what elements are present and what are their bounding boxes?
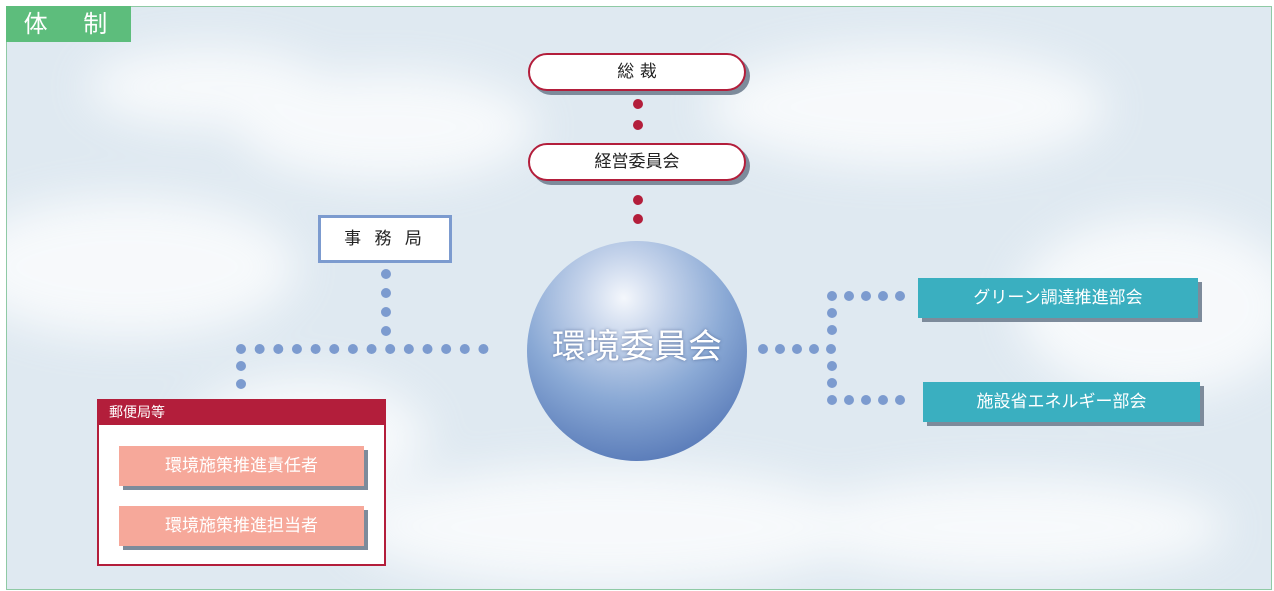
connector-dot-blue <box>861 291 871 301</box>
connector-dot-blue <box>366 344 377 354</box>
connector-dot-blue <box>827 325 837 335</box>
connector-dot-blue <box>236 379 246 389</box>
connector-dot-blue <box>775 344 785 354</box>
connector-dot-blue <box>827 395 837 405</box>
connector-dot-blue <box>895 395 905 405</box>
post-office-group: 郵便局等 環境施策推進責任者 環境施策推進担当者 <box>97 399 386 566</box>
connector-dot-blue <box>878 395 888 405</box>
connector-dot-blue <box>878 291 888 301</box>
connector-dot-blue <box>895 291 905 301</box>
connector-dot-blue <box>844 291 854 301</box>
connector-dot-blue <box>478 344 489 354</box>
connector-dot-red <box>633 214 643 224</box>
connector-dot-blue <box>381 269 391 279</box>
page-title: 体 制 <box>6 6 131 42</box>
connector-dot-blue <box>826 344 836 354</box>
environmental-policy-staff-box: 環境施策推進担当者 <box>119 506 364 546</box>
connector-dot-blue <box>844 395 854 405</box>
connector-dot-blue <box>403 344 414 354</box>
connector-dot-blue <box>827 291 837 301</box>
green-procurement-subcommittee: グリーン調達推進部会 <box>918 278 1198 318</box>
management-committee-box: 経営委員会 <box>528 143 746 181</box>
connector-dot-blue <box>758 344 768 354</box>
energy-saving-subcommittee: 施設省エネルギー部会 <box>923 382 1200 422</box>
connector-dot-blue <box>291 344 302 354</box>
environment-committee-sphere: 環境委員会 <box>527 241 747 461</box>
connector-dot-red <box>633 195 643 205</box>
post-office-heading: 郵便局等 <box>99 401 384 425</box>
president-box: 総 裁 <box>528 53 746 91</box>
connector-dot-blue <box>459 344 470 354</box>
connector-dot-blue <box>827 378 837 388</box>
connector-dot-blue <box>381 326 391 336</box>
connector-dot-blue <box>381 307 391 317</box>
connector-dot-blue <box>827 361 837 371</box>
secretariat-box: 事 務 局 <box>318 215 452 263</box>
connector-dot-blue <box>381 288 391 298</box>
connector-dot-blue <box>385 344 396 354</box>
connector-dot-blue <box>441 344 452 354</box>
connector-dot-blue <box>422 344 433 354</box>
connector-dot-red <box>633 120 643 130</box>
connector-dot-blue <box>329 344 340 354</box>
connector-dot-blue <box>236 361 246 371</box>
connector-dot-blue <box>236 344 246 354</box>
connector-dot-blue <box>809 344 819 354</box>
connector-dot-blue <box>273 344 284 354</box>
connector-dot-blue <box>347 344 358 354</box>
connector-dot-blue <box>827 308 837 318</box>
environmental-policy-manager-box: 環境施策推進責任者 <box>119 446 364 486</box>
sky-background <box>7 47 1271 587</box>
connector-dot-blue <box>310 344 321 354</box>
connector-dot-blue <box>792 344 802 354</box>
connector-dot-blue <box>861 395 871 405</box>
connector-dot-red <box>633 99 643 109</box>
connector-dot-blue <box>254 344 265 354</box>
